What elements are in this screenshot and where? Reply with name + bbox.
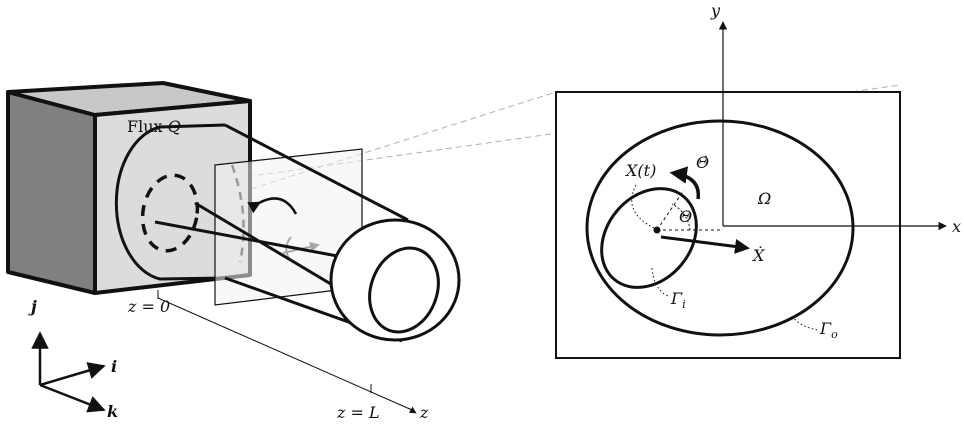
box-source — [6, 81, 252, 295]
z-axis-label: z — [419, 403, 429, 422]
unit-vector-triad — [31, 331, 106, 413]
j-label: j — [28, 297, 37, 316]
zL-label: z = L — [336, 403, 380, 422]
position-label: X(t) — [624, 161, 656, 180]
outer-pipe-inlet — [114, 123, 226, 281]
plane-outer-section-hidden — [230, 164, 245, 263]
inner-boundary-label: Γi — [670, 289, 686, 311]
y-axis-label: y — [710, 1, 721, 20]
z-axis — [157, 290, 417, 414]
annular-pipe — [154, 123, 461, 343]
i-label: i — [111, 357, 117, 376]
flux-label: Flux Q — [127, 117, 181, 136]
angle-label: Θ — [679, 207, 692, 226]
box-side-face — [6, 90, 97, 295]
angle-arc — [671, 203, 691, 231]
k-label: k — [107, 402, 118, 421]
rotation-arrow-left — [247, 197, 298, 215]
position-pointer — [631, 184, 655, 229]
k-vector — [39, 383, 106, 413]
i-vector — [39, 362, 106, 387]
inner-cylinder-outlet — [368, 246, 440, 334]
outer-boundary-label: Γo — [819, 319, 838, 341]
inner-body — [600, 187, 698, 289]
domain-label: Ω — [757, 189, 771, 208]
angular-velocity-arrow — [669, 166, 701, 200]
body-axis-line — [656, 189, 685, 231]
velocity-arrow — [660, 235, 750, 254]
x-axis-label: x — [952, 217, 961, 236]
outer-boundary — [585, 119, 855, 337]
angular-velocity-label: Θ̇ — [696, 153, 709, 172]
velocity-label: Ẋ — [751, 245, 765, 265]
inner-cylinder-inlet-hidden — [140, 173, 200, 253]
z0-label: z = 0 — [127, 297, 170, 316]
